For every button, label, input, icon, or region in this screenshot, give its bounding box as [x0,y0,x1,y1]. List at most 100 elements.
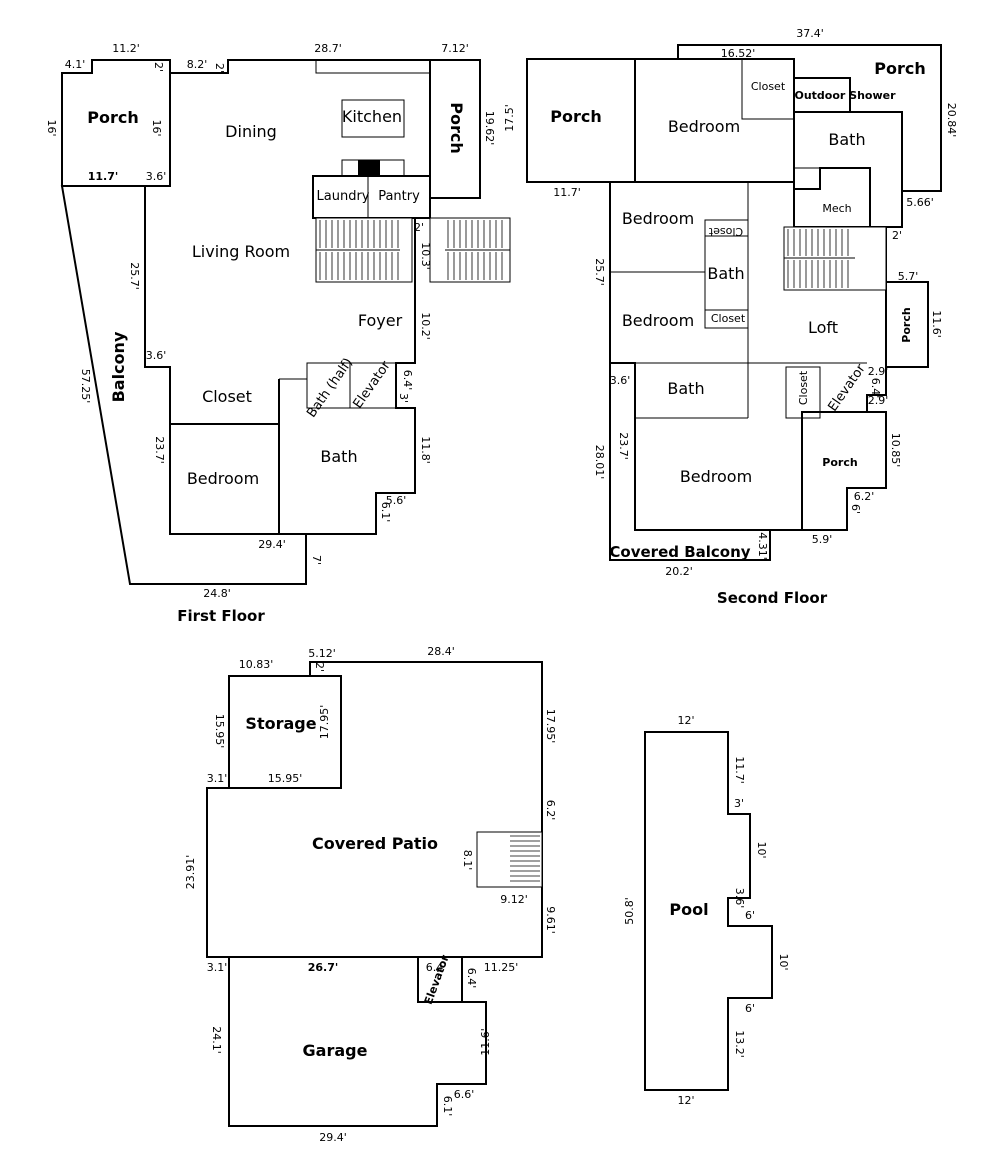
dim-label: 28.7' [314,42,342,55]
room-closet-mid: Closet [711,312,746,325]
dim-label: 6' [745,909,755,922]
room-closet: Closet [202,387,252,406]
dim-label: 4.1' [65,58,86,71]
room-bedroom-b: Bedroom [622,311,694,330]
room-covered-balcony: Covered Balcony [609,543,750,561]
dim-label: 5.7' [898,270,919,283]
dim-label: 6.4' [465,968,478,989]
dim-label: 11.7' [733,756,746,784]
dim-label: 16' [150,119,163,136]
dim-label: 11.6' [479,1028,492,1056]
dim-label: 6' [745,1002,755,1015]
ground-floor-outline [206,661,543,1127]
dim-label: 26.7' [308,961,339,974]
kitchen-island [341,99,405,138]
halfbath-elevator-block [306,362,397,409]
dim-label: 11.7' [553,186,581,199]
dim-label: 23.7' [153,436,166,464]
dim-label: 24.1' [210,1026,223,1054]
room-bath-1f: Bath [320,447,357,466]
room-pantry: Pantry [378,189,420,204]
dim-label: 8.2' [187,58,208,71]
dim-label: 3' [397,393,410,403]
porch-low-2f-outline [801,411,887,531]
dim-label: 10' [755,841,768,858]
room-balcony: Balcony [109,331,128,402]
room-bedroom-top: Bedroom [668,117,740,136]
dim-label: 2' [414,221,424,234]
dim-label: 20.2' [665,565,693,578]
room-bedroom-a: Bedroom [622,209,694,228]
floor-label-second: Second Floor [717,589,828,607]
storage-outline [228,675,342,789]
dim-label: 5.66' [906,196,934,209]
room-elevator-2f: Elevator [826,361,870,414]
room-laundry: Laundry [317,189,370,204]
dim-label: 10.3' [419,242,432,270]
dim-label: 6' [849,504,862,514]
dim-label: 10.83' [239,658,274,671]
dim-label: 3' [734,797,744,810]
dim-label: 11.2' [112,42,140,55]
kitchen-counter [315,59,431,74]
pool-outline [644,731,773,1091]
dim-label: 2.9' [868,365,889,378]
dim-label: 6.6' [454,1088,475,1101]
room-mech: Mech [822,202,851,215]
dim-label: 10' [777,953,790,970]
room-dining: Dining [225,122,277,141]
room-bedroom-low: Bedroom [680,467,752,486]
dim-label: 2' [213,63,226,73]
room-bath-low: Bath [667,379,704,398]
dim-label: 23.91' [184,855,197,890]
room-porch-left-2f: Porch [550,107,601,126]
room-kitchen: Kitchen [342,107,402,126]
second-floor-plan [526,44,942,561]
room-outdoor-shower: Outdoor Shower [794,89,896,102]
dim-label: 2' [313,662,326,672]
dim-label: 17.95' [544,709,557,744]
dim-label: 29.4' [258,538,286,551]
floor-label-first: First Floor [177,607,265,625]
room-elevator-1f: Elevator [351,358,395,411]
dim-label: 13.2' [733,1030,746,1058]
dim-label: 23.7' [617,432,630,460]
room-bedroom-1f: Bedroom [187,469,259,488]
covered-balcony-outline [610,362,770,531]
dim-label: 2' [892,229,902,242]
bath-mid-outline [704,219,749,329]
dim-label: 11.6' [930,310,943,338]
dim-label: 6.4' [869,378,882,399]
dim-label: 17.95' [318,705,331,740]
room-closet-low: Closet [797,370,810,405]
room-porch-low-2f: Porch [822,456,857,469]
dim-label: 4.31' [756,532,769,560]
dim-label: 6.2' [854,490,875,503]
mech-outline [793,167,871,228]
dim-label: 12' [677,714,694,727]
dim-label: 10.85' [889,433,902,468]
dim-label: 6.1' [441,1096,454,1117]
dim-label: 3.6' [146,349,167,362]
dim-label: 15.95' [213,714,226,749]
dim-label: 5.9' [812,533,833,546]
dim-label: 5.6' [386,494,407,507]
dim-label: 9.12' [500,893,528,906]
dim-label: 3.6' [610,374,631,387]
dim-label: 3.6' [733,888,746,909]
room-bath-mid: Bath [707,264,744,283]
room-bath-top-2f: Bath [828,130,865,149]
room-closet-top: Closet [751,80,786,93]
dim-label: 57.25' [79,369,92,404]
dim-label: 12' [677,1094,694,1107]
dim-label: 25.7' [593,258,606,286]
porch-left-outline [61,59,171,187]
elevator-ground-outline [417,956,463,1003]
dim-label: 15.95' [268,772,303,785]
dim-label: 11.8' [419,436,432,464]
dim-label: 6.4' [401,370,414,391]
dim-label: 50.8' [623,897,636,925]
dim-label: 3.6' [146,170,167,183]
dim-label: 11.25' [484,961,519,974]
